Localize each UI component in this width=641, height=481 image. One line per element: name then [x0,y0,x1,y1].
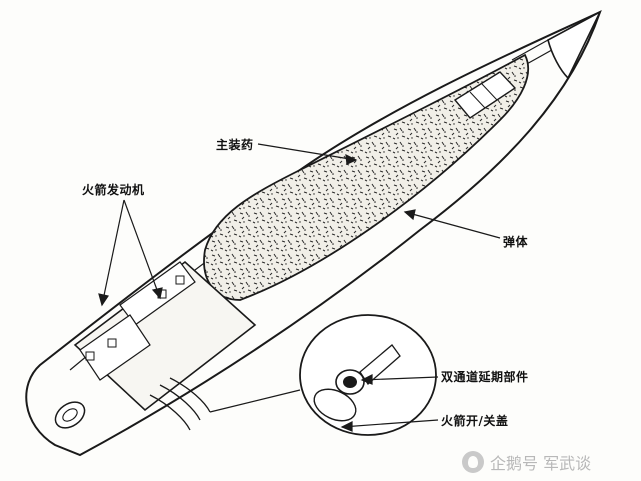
label-dual-channel-delay: 双通道延期部件 [441,370,529,384]
arrow-rocket-motor-1 [101,199,125,306]
magnifier-leader [209,389,301,413]
label-rocket-switch: 火箭开/关盖 [441,414,509,428]
arrow-projectile-body [404,211,501,239]
switch-cover-disc [313,388,357,422]
watermark-text: 企鹅号 军武谈 [490,454,592,473]
arrow-delay [361,376,439,381]
motor-port-3 [85,351,95,361]
arrow-main-charge [257,143,357,161]
label-main-charge: 主装药 [216,138,254,152]
arrow-rocket-motor-2 [123,199,161,299]
arrow-switch [341,419,439,428]
motor-port-2 [175,275,185,285]
driving-band [149,377,211,431]
penguin-logo-icon [462,451,484,473]
delay-component-core [343,376,357,388]
base-nozzle [54,401,86,429]
label-rocket-motor: 火箭发动机 [82,183,145,197]
label-arrows [98,143,501,432]
label-projectile-body: 弹体 [503,235,529,249]
watermark: 企鹅号 军武谈 [462,450,591,474]
base-nozzle-inner [62,408,78,422]
motor-port-4 [107,338,117,348]
fuze-well [453,71,517,119]
